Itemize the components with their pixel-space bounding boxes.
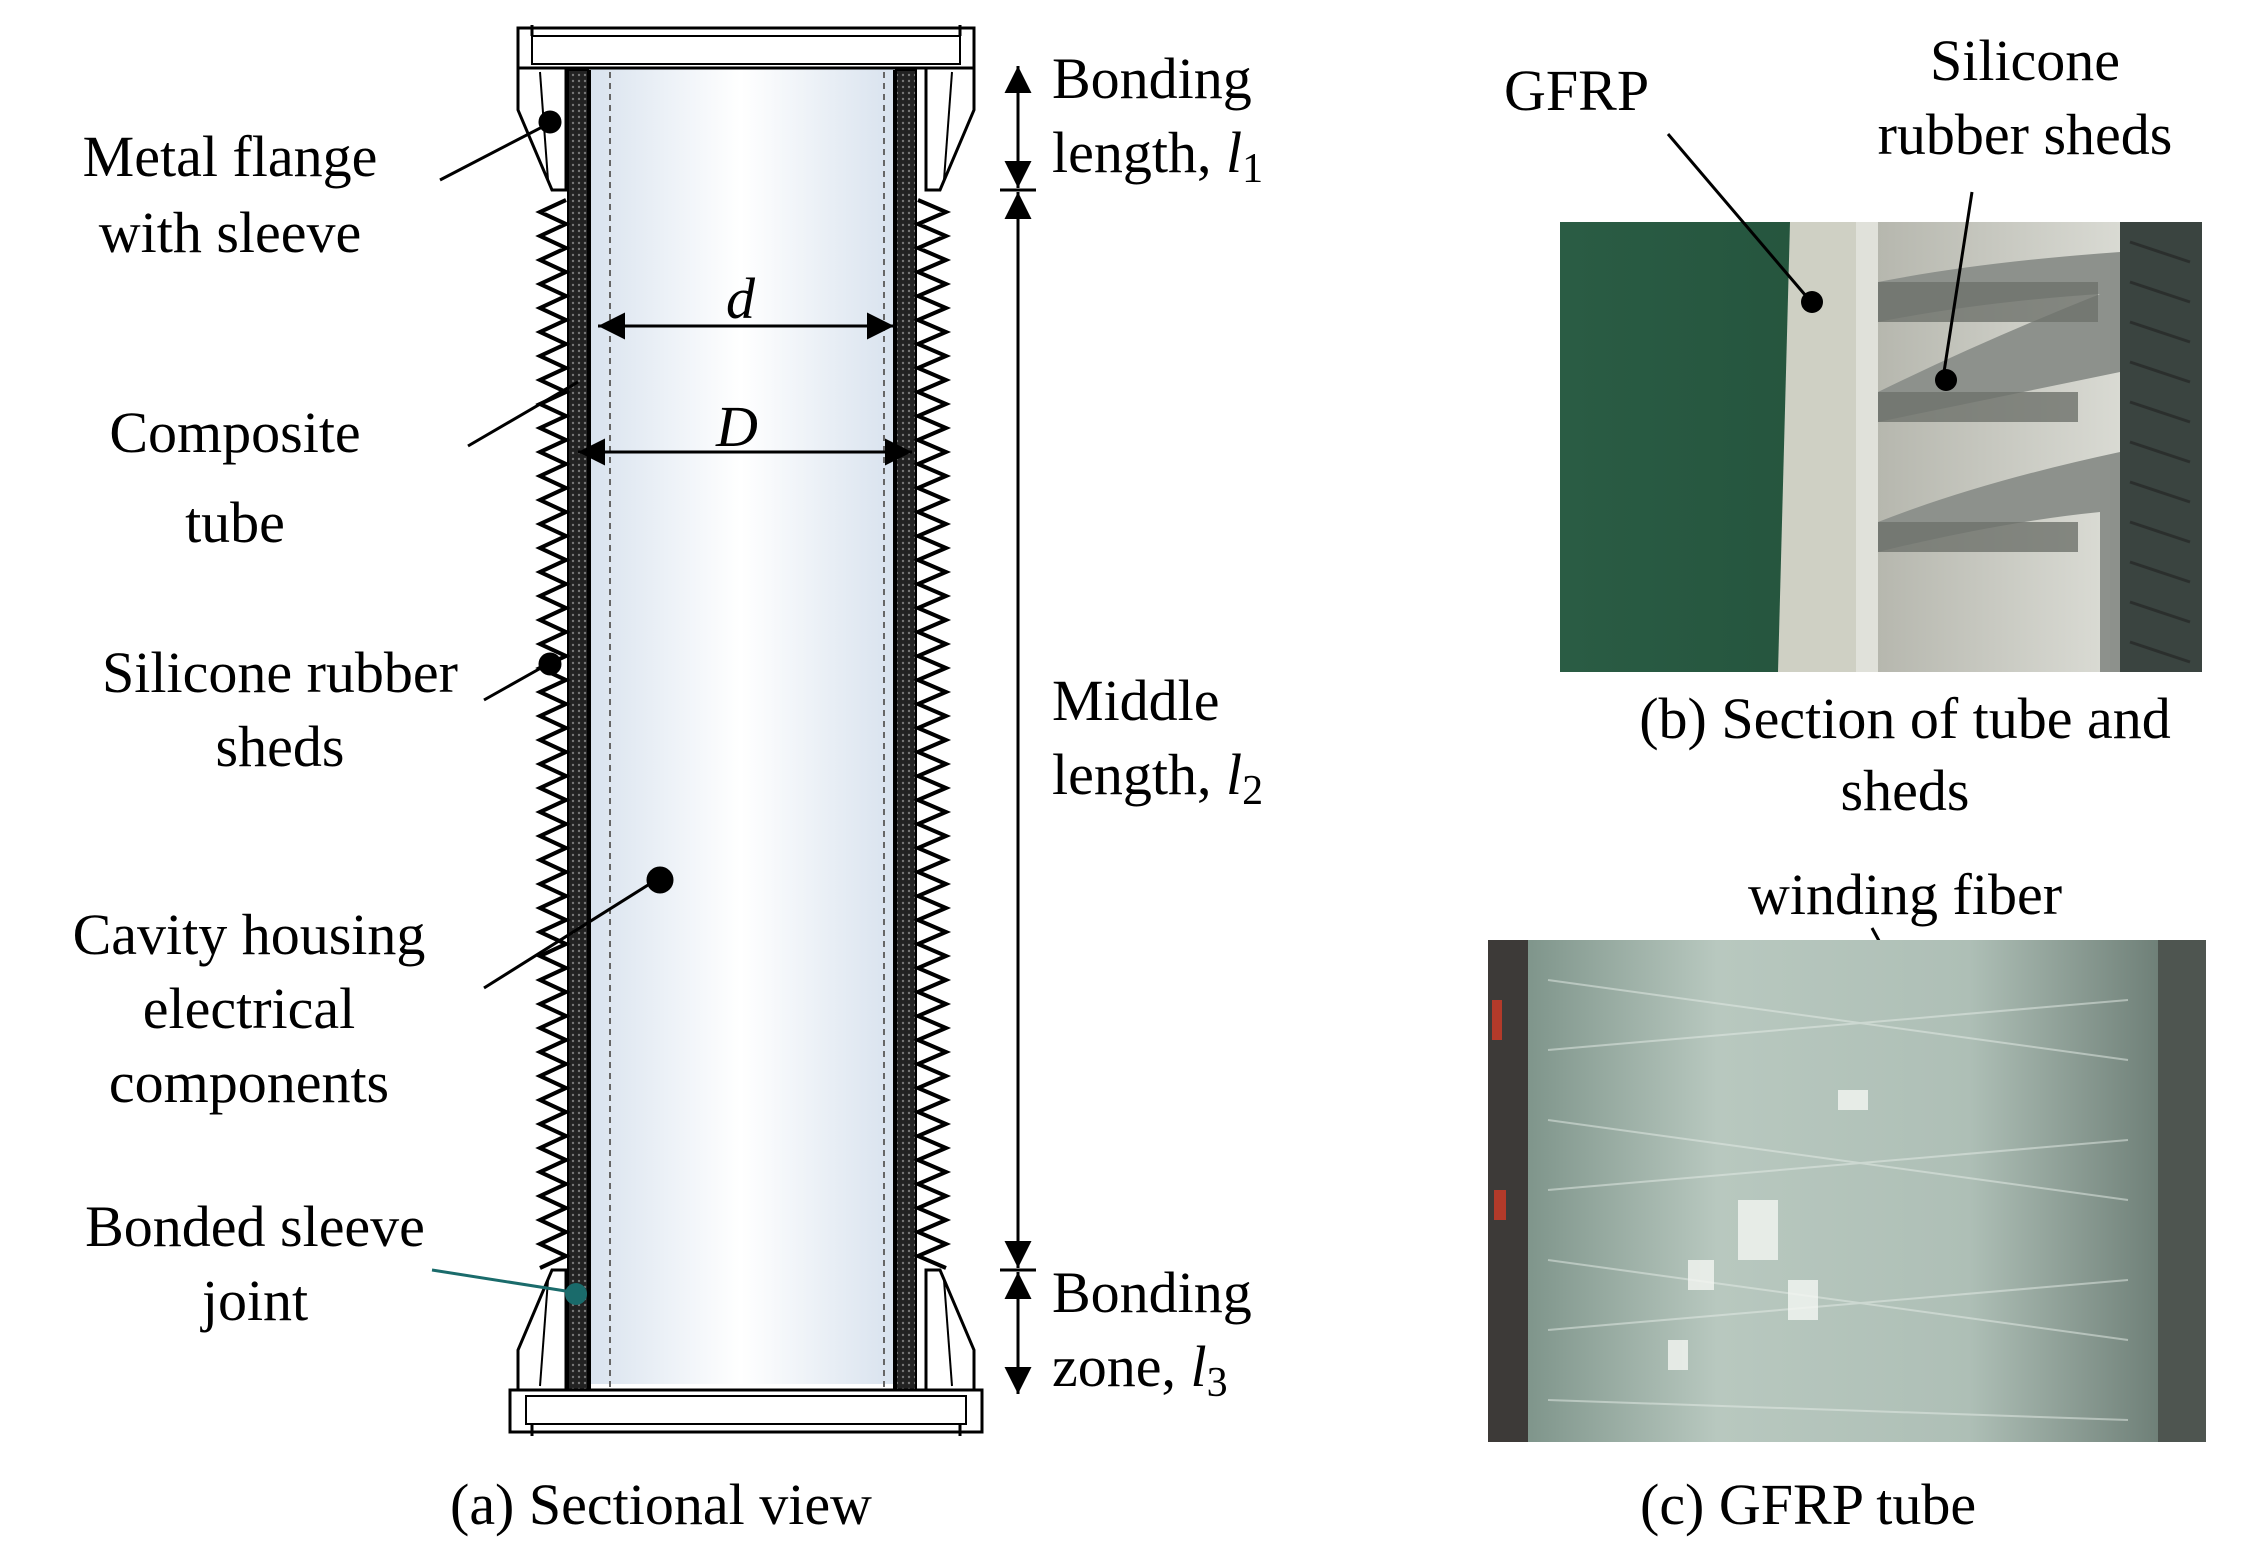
label-l1: Bonding length, l1 <box>1052 46 1264 192</box>
photo-tube-section <box>1560 222 2202 672</box>
dim-label-D: D <box>716 394 758 459</box>
cavity <box>586 66 896 1384</box>
label-bonded-joint: Bonded sleeve joint <box>85 1194 425 1333</box>
label-metal-flange: Metal flange with sleeve <box>82 124 378 265</box>
label-cavity: Cavity housing electrical components <box>72 902 426 1115</box>
label-l2: Middle length, l2 <box>1052 668 1264 814</box>
label-winding-fiber: winding fiber <box>1747 862 2063 927</box>
length-dimensions <box>1000 66 1036 1394</box>
caption-b: (b) Section of tube and sheds <box>1639 686 2171 823</box>
label-composite-tube: Composite tube <box>109 400 361 555</box>
caption-a: (a) Sectional view <box>450 1472 872 1537</box>
label-silicone-sheds: Silicone rubber sheds <box>102 640 458 779</box>
photo-gfrp-tube <box>1488 940 2206 1442</box>
top-flange <box>516 25 976 192</box>
sheds-left <box>535 198 571 1270</box>
label-l3: Bonding zone, l3 <box>1052 1260 1252 1406</box>
caption-c: (c) GFRP tube <box>1640 1472 1977 1537</box>
bottom-flange <box>508 1268 984 1436</box>
joint-leader <box>431 1268 573 1294</box>
dim-label-d: d <box>726 266 755 331</box>
label-silicone-rubber-sheds-b: Silicone rubber sheds <box>1877 28 2173 167</box>
leaders-a <box>439 110 674 990</box>
sheds-right <box>912 198 952 1270</box>
label-gfrp: GFRP <box>1504 58 1650 123</box>
